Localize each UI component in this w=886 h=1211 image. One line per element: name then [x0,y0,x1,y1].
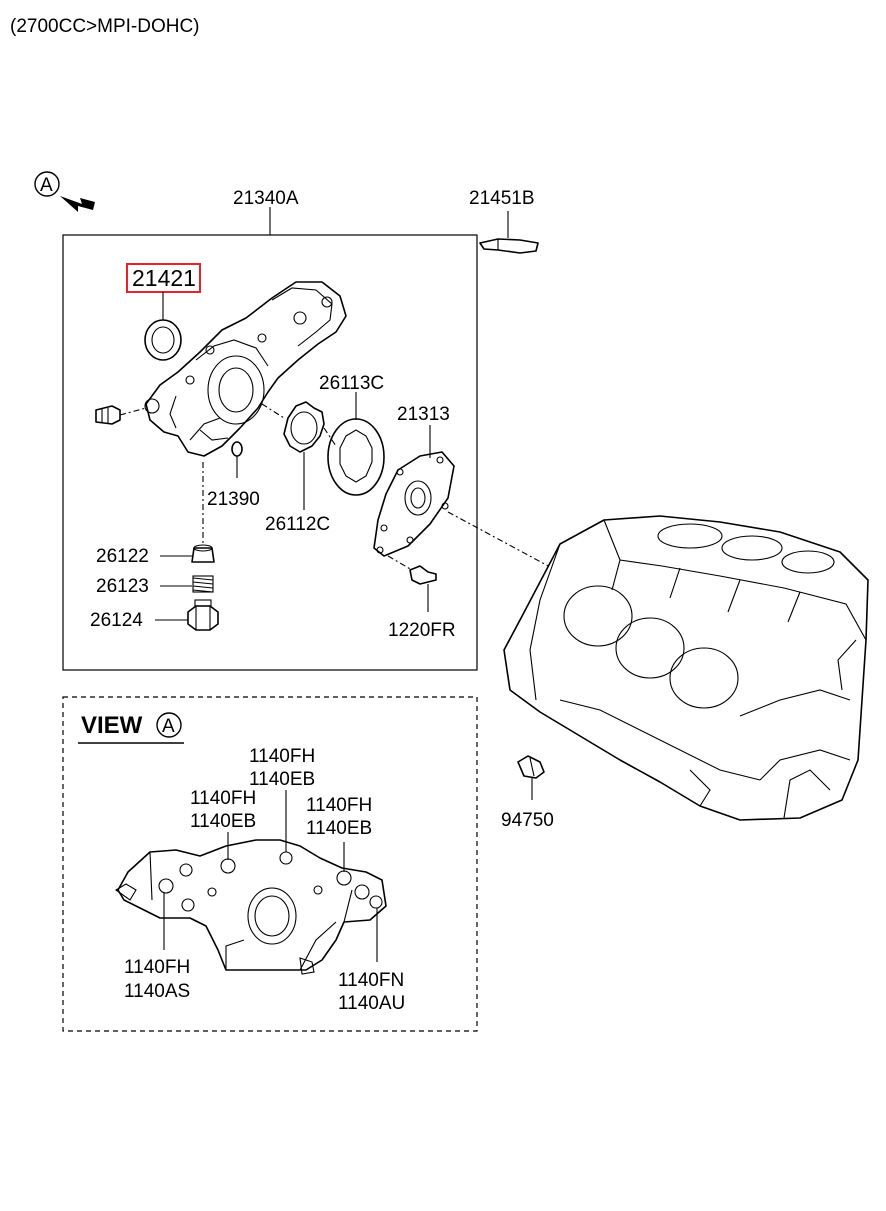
bolt-bottom-right-a[interactable]: 1140FN [338,970,404,991]
bolt-top-center-b[interactable]: 1140EB [249,769,315,790]
view-panel-letter: A [162,716,175,737]
relief-plug-icon [187,599,219,631]
inner-rotor [261,401,325,510]
sensor-icon [517,755,545,800]
engine-block [503,515,869,821]
label-26123[interactable]: 26123 [96,576,149,597]
label-26112c[interactable]: 26112C [265,514,330,535]
outer-rotor [323,392,385,496]
side-plug-icon [95,405,147,425]
o-ring-icon [231,441,243,478]
bolt-top-right-a[interactable]: 1140FH [306,795,372,816]
bolt-top-right-b[interactable]: 1140EB [306,818,372,839]
view-panel-title: VIEW [81,712,143,739]
label-21451b[interactable]: 21451B [469,188,535,209]
label-26113c[interactable]: 26113C [319,373,384,394]
bolt-bottom-right-b[interactable]: 1140AU [338,993,405,1014]
view-a-marker[interactable]: A [34,171,95,212]
oil-seal-ring [144,319,182,361]
bolt-top-center-a[interactable]: 1140FH [249,746,315,767]
view-a-panel-frame [62,696,478,1032]
label-21390[interactable]: 21390 [207,489,260,510]
oil-pump-body [144,281,347,457]
label-21313[interactable]: 21313 [397,404,450,425]
view-a-letter: A [40,175,53,196]
bolt-top-left-b[interactable]: 1140EB [190,811,256,832]
label-21421[interactable]: 21421 [132,265,196,291]
bolt-bottom-left-a[interactable]: 1140FH [124,957,190,978]
view-a-circle [34,171,60,197]
label-1220fr[interactable]: 1220FR [388,620,456,641]
cover-screw-icon [387,555,437,612]
alignment-dash-line [447,511,553,569]
view-direction-arrow-icon [60,196,95,212]
view-a-pump-front [114,839,387,975]
label-26122[interactable]: 26122 [96,546,149,567]
bolt-bottom-left-b[interactable]: 1140AS [124,981,190,1002]
pump-cover [373,425,455,557]
label-94750[interactable]: 94750 [501,810,554,831]
label-21340a[interactable]: 21340A [233,188,299,209]
relief-plunger-icon [191,544,215,563]
sealant-tube-icon [479,211,539,254]
relief-spring-icon [192,575,214,593]
view-panel-circle [156,712,182,738]
label-26124[interactable]: 26124 [90,610,143,631]
bolt-top-left-a[interactable]: 1140FH [190,788,256,809]
engine-spec-label: (2700CC>MPI-DOHC) [10,16,200,37]
